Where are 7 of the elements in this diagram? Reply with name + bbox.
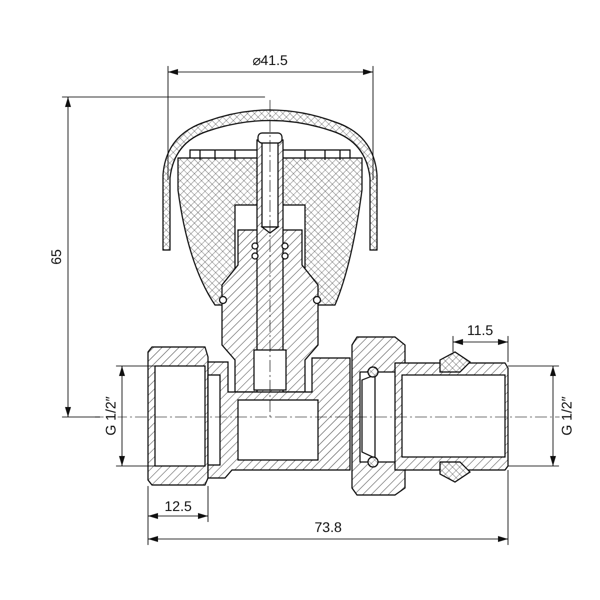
dimension-label: ⌀41.5 <box>250 53 290 67</box>
dimension-label: G 1/2″ <box>559 394 574 438</box>
dimension-label: 73.8 <box>312 520 344 534</box>
dimension-label: G 1/2″ <box>103 394 118 438</box>
dimension-label: 65 <box>48 247 63 267</box>
dimension-label: 11.5 <box>465 323 496 337</box>
dimension-label: 12.5 <box>162 499 194 513</box>
